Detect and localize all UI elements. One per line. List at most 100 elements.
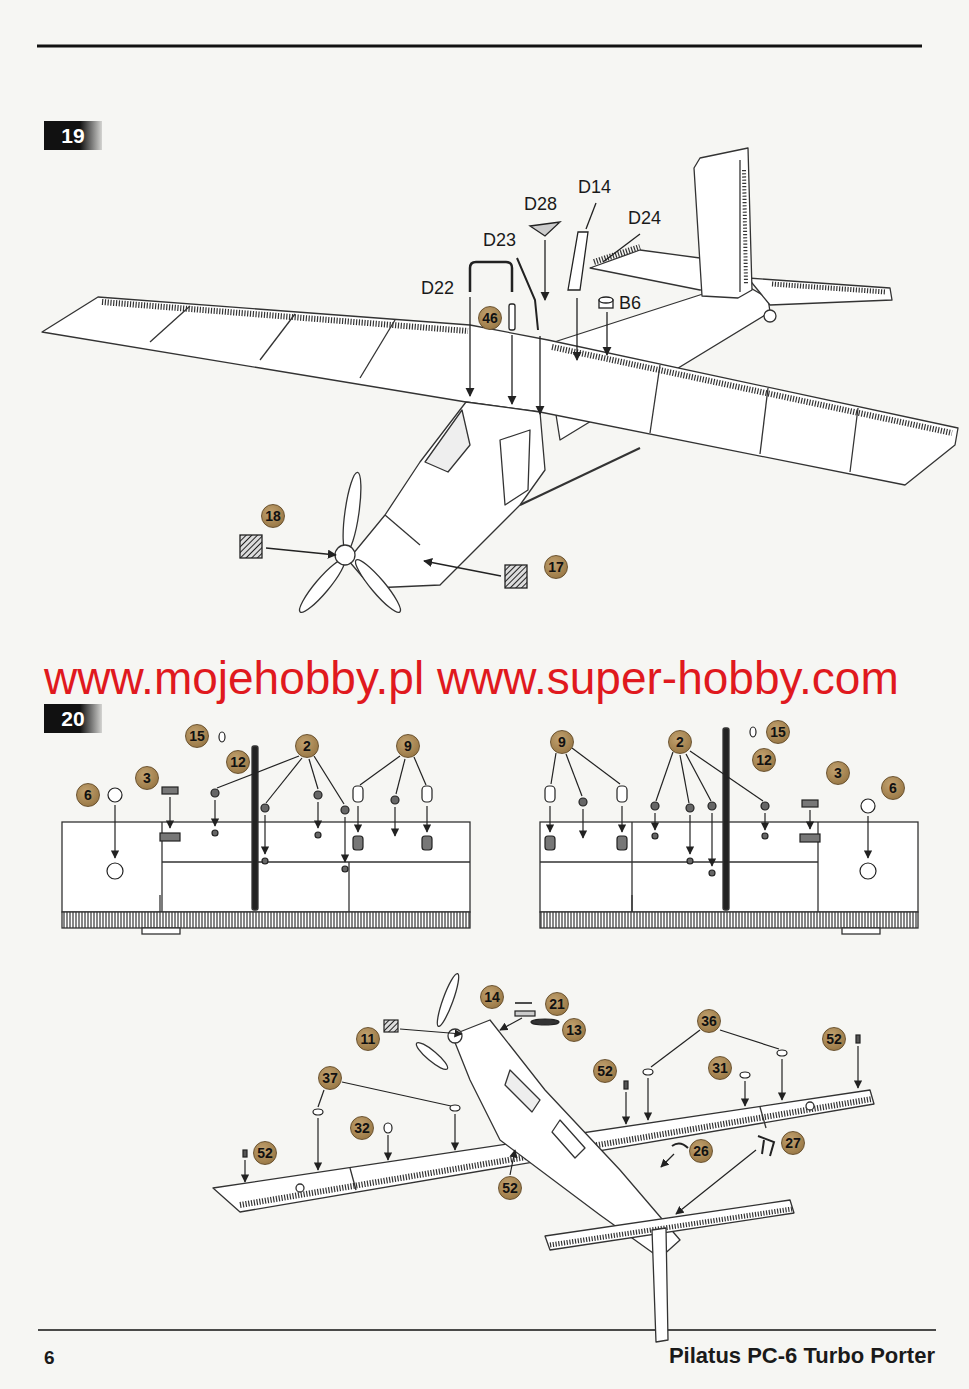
part-and-arrow	[656, 752, 673, 801]
callout-number: 52	[257, 1146, 273, 1160]
aircraft-drawing	[550, 1209, 792, 1245]
part-number: D23	[483, 230, 516, 251]
decal-callout: 14	[480, 985, 504, 1009]
decal-callout: 52	[253, 1141, 277, 1165]
callout-number: 31	[712, 1061, 728, 1075]
part-and-arrow	[599, 297, 613, 303]
part-and-arrow	[861, 799, 875, 813]
aircraft-drawing	[42, 148, 958, 617]
decal-callout: 21	[545, 992, 569, 1016]
part-and-arrow	[687, 858, 693, 864]
part-and-arrow	[266, 758, 302, 803]
part-and-arrow	[576, 298, 577, 360]
decal-callout: 52	[498, 1176, 522, 1200]
part-and-arrow	[266, 548, 336, 555]
part-and-arrow	[384, 1020, 398, 1032]
part-and-arrow	[551, 753, 556, 784]
callout-number: 11	[361, 1032, 376, 1046]
part-and-arrow	[758, 1136, 774, 1156]
part-and-arrow	[169, 797, 170, 828]
part-and-arrow	[762, 833, 768, 839]
part-and-arrow	[396, 759, 405, 794]
part-and-arrow	[313, 1109, 323, 1115]
part-and-arrow	[317, 1118, 318, 1170]
part-and-arrow	[342, 866, 348, 872]
wing-drawing	[252, 746, 258, 910]
decal-callout: 12	[226, 750, 250, 774]
part-and-arrow	[566, 754, 582, 796]
page-number: 6	[44, 1347, 55, 1369]
part-and-arrow	[764, 813, 765, 830]
part-and-arrow	[422, 836, 432, 850]
callout-number: 18	[265, 509, 281, 523]
part-and-arrow	[107, 727, 876, 879]
part-and-arrow	[384, 1123, 392, 1133]
part-and-arrow	[264, 815, 265, 854]
part-and-arrow	[353, 836, 363, 850]
wing-drawing	[842, 928, 880, 934]
footer-title: Pilatus PC-6 Turbo Porter	[669, 1343, 935, 1368]
part-and-arrow	[857, 1046, 858, 1088]
decal-callout: 52	[593, 1059, 617, 1083]
page-rule	[37, 45, 922, 48]
decal-callout: 9	[396, 734, 420, 758]
wing-drawing	[631, 895, 632, 912]
callout-number: 6	[84, 788, 92, 802]
callout-number: 2	[676, 735, 684, 749]
page-rule	[37, 46, 936, 1330]
part-and-arrow	[624, 1081, 628, 1089]
part-and-arrow	[107, 863, 123, 879]
part-and-arrow	[342, 1082, 451, 1106]
decal-callout: 37	[318, 1066, 342, 1090]
callout-number: 17	[548, 560, 564, 574]
wing-drawing	[162, 861, 470, 862]
callout-number: 21	[549, 997, 565, 1011]
callout-number: 15	[770, 725, 786, 739]
wing-drawing	[540, 861, 818, 862]
callout-number: 52	[502, 1181, 518, 1195]
part-and-arrow	[686, 804, 694, 812]
part-and-arrow	[617, 786, 627, 802]
aircraft-drawing	[448, 1029, 462, 1043]
aircraft-drawing	[694, 148, 752, 298]
part-and-arrow	[652, 833, 658, 839]
part-and-arrow	[450, 1105, 460, 1111]
decal-callout: 46	[478, 306, 502, 330]
part-and-arrow	[643, 1069, 653, 1075]
part-and-arrow	[262, 858, 268, 864]
aircraft-drawing	[351, 555, 405, 616]
part-and-arrow	[162, 787, 178, 794]
part-and-arrow	[360, 756, 400, 785]
decal-callout: 27	[781, 1131, 805, 1155]
part-and-arrow	[572, 748, 620, 784]
aircraft-drawing	[150, 306, 190, 342]
aircraft-drawing	[772, 284, 886, 292]
aircraft-drawing	[500, 430, 530, 505]
part-and-arrow	[603, 234, 640, 262]
part-and-arrow	[509, 304, 515, 330]
part-and-arrow	[243, 1150, 247, 1157]
aircraft-drawing	[764, 310, 776, 322]
page-rule	[38, 1329, 936, 1331]
aircraft-drawing	[340, 471, 365, 552]
callout-number: 15	[189, 729, 205, 743]
decal-callout: 52	[822, 1027, 846, 1051]
part-number: D14	[578, 177, 611, 198]
part-and-arrow	[856, 1035, 860, 1043]
callout-number: 9	[404, 739, 412, 753]
aircraft-drawing	[350, 1168, 356, 1190]
decal-callout: 6	[76, 783, 100, 807]
part-and-arrow	[414, 757, 426, 785]
part-and-arrow	[470, 262, 512, 292]
part-and-arrow	[400, 1029, 462, 1034]
aircraft-drawing	[260, 314, 295, 360]
aircraft-drawing	[545, 1200, 794, 1250]
part-and-arrow	[544, 240, 545, 300]
part-and-arrow	[500, 1018, 522, 1030]
decal-callout: 2	[295, 734, 319, 758]
step-number: 20	[61, 708, 84, 729]
part-number: B6	[619, 293, 641, 314]
part-and-arrow	[315, 832, 321, 838]
aircraft-drawing	[650, 365, 660, 433]
